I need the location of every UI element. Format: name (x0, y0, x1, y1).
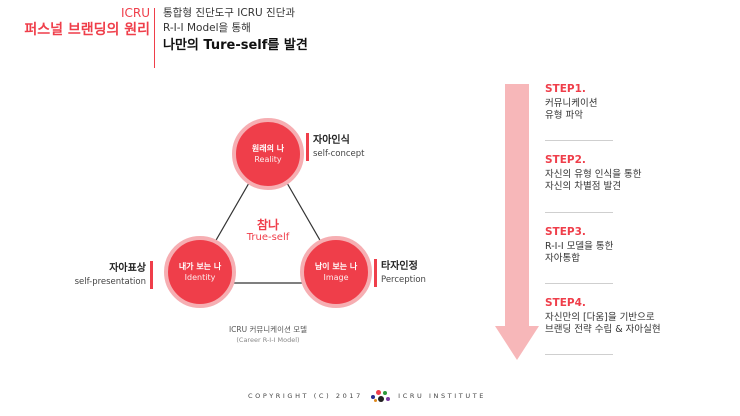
header-description: 통합형 진단도구 ICRU 진단과 R-I-I Model을 통해 나만의 Tu… (163, 6, 308, 55)
step-1-description: 커뮤니케이션 유형 파악 (545, 98, 685, 122)
true-self-label-ko: 참나 (256, 218, 280, 232)
reality-circle: 원래의 나 Reality (232, 118, 304, 190)
header-divider (154, 8, 155, 68)
step-4-description: 자신만의 [다움]을 기반으로 브랜딩 전략 수립 & 자아실현 (545, 312, 695, 336)
step-4-line-1: 자신만의 [다움]을 기반으로 (545, 312, 655, 323)
reality-circle-ko: 원래의 나 (251, 144, 285, 153)
perception-en: Perception (381, 275, 426, 285)
image-circle-ko: 남이 보는 나 (314, 262, 358, 271)
step-4-title: STEP4. (545, 297, 586, 309)
header-brand-block: ICRU 퍼스널 브랜딩의 원리 (14, 6, 150, 40)
header-line-2: R-I-I Model을 통해 (163, 22, 251, 34)
brand-subtitle: 퍼스널 브랜딩의 원리 (24, 22, 150, 38)
step-3-line-1: R-I-I 모델을 통한 (545, 241, 614, 252)
step-3-line-2: 자아통합 (545, 253, 580, 264)
header-line-1: 통합형 진단도구 ICRU 진단과 (163, 7, 296, 19)
perception-label: 타자인정 Perception (381, 260, 426, 286)
self-presentation-ko: 자아표상 (109, 263, 146, 274)
identity-circle-en: Identity (184, 273, 216, 282)
self-concept-label: 자아인식 self-concept (313, 134, 365, 160)
header-line-3: 나만의 Ture-self를 발견 (163, 38, 308, 53)
step-separator (545, 212, 613, 213)
image-circle: 남이 보는 나 Image (300, 236, 372, 308)
institute-logo-icon (370, 390, 391, 402)
copyright-text: COPYRIGHT (C) 2017 (248, 392, 363, 400)
down-arrow-icon (495, 84, 539, 360)
true-self-label-en: True-self (246, 232, 290, 243)
institute-text: ICRU INSTITUTE (398, 392, 486, 400)
self-concept-ko: 자아인식 (313, 135, 350, 146)
step-1-line-2: 유형 파악 (545, 110, 583, 121)
brand-name: ICRU (120, 6, 150, 20)
self-concept-en: self-concept (313, 149, 365, 159)
perception-ko: 타자인정 (381, 261, 418, 272)
perception-accent-bar (374, 259, 377, 287)
step-2-description: 자신의 유형 인식을 통한 자신의 차별점 발견 (545, 169, 685, 193)
step-3-title: STEP3. (545, 226, 586, 238)
step-separator (545, 283, 613, 284)
image-circle-en: Image (323, 273, 349, 282)
self-presentation-accent-bar (150, 261, 153, 289)
self-presentation-label: 자아표상 self-presentation (40, 262, 146, 288)
diagram-caption-sub: (Career R-I-I Model) (236, 336, 300, 344)
self-concept-accent-bar (306, 133, 309, 161)
step-2-title: STEP2. (545, 154, 586, 166)
step-3-description: R-I-I 모델을 통한 자아통합 (545, 241, 685, 265)
identity-circle-ko: 내가 보는 나 (178, 262, 222, 271)
step-2-line-1: 자신의 유형 인식을 통한 (545, 169, 642, 180)
identity-circle: 내가 보는 나 Identity (164, 236, 236, 308)
self-presentation-en: self-presentation (74, 277, 146, 287)
diagram-caption: ICRU 커뮤니케이션 모델 (228, 325, 308, 334)
step-2-line-2: 자신의 차별점 발견 (545, 181, 621, 192)
footer-copyright: COPYRIGHT (C) 2017 ICRU INSTITUTE (248, 390, 486, 402)
reality-circle-en: Reality (254, 155, 282, 164)
step-4-line-2: 브랜딩 전략 수립 & 자아실현 (545, 324, 661, 335)
step-1-line-1: 커뮤니케이션 (545, 98, 598, 109)
step-separator (545, 354, 613, 355)
step-separator (545, 140, 613, 141)
step-1-title: STEP1. (545, 83, 586, 95)
